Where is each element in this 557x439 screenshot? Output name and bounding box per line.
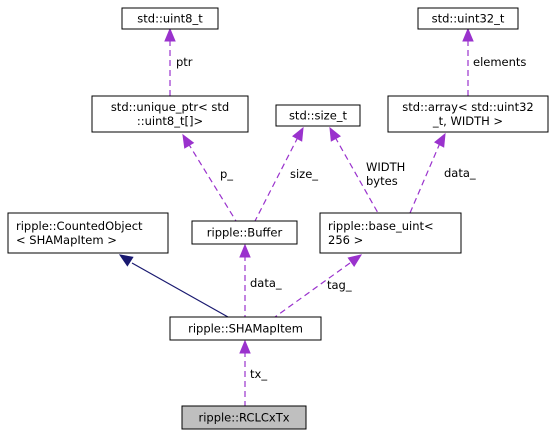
node-box	[91, 95, 249, 133]
node-label: std::uint32_t	[432, 12, 505, 26]
edge-line	[254, 136, 299, 222]
edge-label: bytes	[366, 174, 398, 188]
node-box	[121, 7, 219, 30]
nodes-layer: std::uint8_t std::uint32_tstd::unique_ptr…	[7, 7, 549, 430]
node-label: ripple::Buffer	[207, 226, 283, 240]
edge-p: p_	[182, 133, 237, 222]
node-rclcxtx[interactable]: ripple::RCLCxTx	[181, 405, 307, 430]
arrowhead	[347, 254, 363, 267]
node-label: 256 >	[328, 233, 363, 247]
edge-ptr: ptr	[164, 27, 193, 96]
edge-label: WIDTH	[366, 160, 405, 174]
node-base-uint[interactable]: ripple::base_uint<256 >	[319, 212, 462, 254]
edge-data-buffer: data_	[239, 243, 282, 317]
edge-label: size_	[290, 167, 318, 181]
node-box	[181, 405, 307, 430]
node-label: ripple::base_uint<	[328, 219, 434, 233]
node-uint8[interactable]: std::uint8_t	[121, 7, 219, 30]
arrowhead	[329, 126, 341, 142]
edge-label: p_	[220, 167, 233, 181]
edge-size: size_	[254, 126, 318, 222]
node-label: std::unique_ptr< std	[111, 100, 229, 114]
edge-data-array: data_	[409, 132, 476, 214]
arrowhead	[164, 27, 176, 42]
edge-label: elements	[473, 55, 526, 69]
node-box	[191, 220, 298, 245]
arrowhead	[434, 132, 446, 148]
edge-line	[334, 136, 379, 214]
edge-label: data_	[444, 166, 476, 180]
node-box	[319, 212, 462, 254]
edge-elements: elements	[462, 27, 526, 96]
edge-label: data_	[250, 276, 282, 290]
node-label: std::uint8_t	[137, 12, 203, 26]
node-label: ripple::SHAMapItem	[188, 322, 303, 336]
edge-label: tx_	[250, 367, 267, 381]
node-label: < SHAMapItem >	[16, 233, 117, 247]
node-label: _t, WIDTH >	[432, 114, 503, 128]
node-label: std::size_t	[289, 109, 348, 123]
node-box	[169, 316, 322, 341]
arrowhead	[462, 27, 474, 42]
node-label: ::uint8_t[]>	[137, 114, 203, 128]
node-counted[interactable]: ripple::CountedObject< SHAMapItem >	[7, 212, 169, 254]
node-array[interactable]: std::array< std::uint32_t, WIDTH >	[387, 95, 549, 133]
edge-line	[131, 262, 229, 318]
node-box	[275, 104, 361, 127]
edge-inherit	[118, 254, 229, 318]
edge-tag: tag_	[274, 254, 363, 318]
node-shamapitem[interactable]: ripple::SHAMapItem	[169, 316, 322, 341]
node-box	[387, 95, 549, 133]
edge-line	[409, 142, 441, 214]
edge-tx: tx_	[239, 339, 267, 406]
node-unique-ptr[interactable]: std::unique_ptr< std::uint8_t[]>	[91, 95, 249, 133]
node-buffer[interactable]: ripple::Buffer	[191, 220, 298, 245]
edge-line	[187, 142, 237, 222]
arrowhead	[182, 133, 195, 149]
node-box	[7, 212, 169, 254]
edge-line	[274, 262, 351, 318]
edge-label: tag_	[327, 278, 352, 292]
arrowhead	[118, 254, 134, 267]
arrowhead	[292, 126, 304, 142]
node-label: std::array< std::uint32	[402, 100, 533, 114]
node-uint32[interactable]: std::uint32_t	[417, 7, 519, 30]
node-label: ripple::RCLCxTx	[198, 411, 289, 425]
node-label: ripple::CountedObject	[16, 219, 143, 233]
node-size-t[interactable]: std::size_t	[275, 104, 361, 127]
node-box	[417, 7, 519, 30]
arrowhead	[239, 243, 251, 258]
arrowhead	[239, 339, 251, 354]
edge-label: ptr	[176, 55, 193, 69]
